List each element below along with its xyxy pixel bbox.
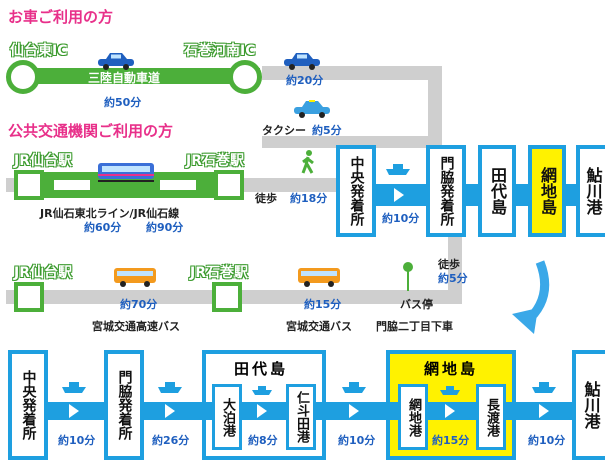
- port-nitoda-label: 仁斗田港: [294, 391, 309, 443]
- walk-time: 約18分: [290, 192, 328, 205]
- terminal-chuo[interactable]: 中央発着所: [336, 145, 376, 237]
- bus-stop-label: バス停: [400, 298, 433, 311]
- expressway-time: 約50分: [104, 96, 142, 109]
- ic-ishinomaki-kanan: 石巻河南IC: [184, 43, 256, 59]
- ferry-time: 約10分: [382, 212, 420, 225]
- terminal-kadonowaki-bottom[interactable]: 門脇発着所: [104, 350, 144, 460]
- jr-sendai: JR仙台駅: [14, 153, 72, 169]
- bottom-time-5: 約15分: [432, 434, 470, 447]
- jr-ishinomaki: JR石巻駅: [186, 153, 244, 169]
- port-ajishima-label: 網地港: [406, 397, 421, 437]
- ajishima-group-label: 網地島: [424, 360, 479, 378]
- taxi-time: 約5分: [312, 124, 342, 137]
- port-nitoda[interactable]: 仁斗田港: [286, 384, 316, 450]
- road-segment: [428, 66, 442, 156]
- ic-sendai-higashi: 仙台東IC: [10, 43, 68, 59]
- walk2-time: 約5分: [438, 272, 468, 285]
- station-node: [14, 170, 44, 200]
- expressway-name: 三陸自動車道: [88, 71, 161, 85]
- station-node: [212, 282, 242, 312]
- terminal-kadonowaki-label: 門脇発着所: [438, 156, 455, 226]
- ferry-icon: [62, 382, 86, 393]
- bus-icon: [114, 268, 156, 287]
- arrow-right-icon: [394, 188, 404, 202]
- port-nagatsura[interactable]: 長渡港: [476, 384, 506, 450]
- highway-bus-time: 約70分: [120, 298, 158, 311]
- bottom-time-6: 約10分: [528, 434, 566, 447]
- ferry-icon: [158, 382, 182, 393]
- bus-icon: [298, 268, 340, 287]
- arrow-right-icon: [69, 404, 79, 418]
- terminal-chuo-label: 中央発着所: [348, 156, 365, 226]
- arrow-right-icon: [257, 404, 267, 418]
- terminal-chuo-bottom-label: 中央発着所: [20, 370, 37, 440]
- transit-heading: 公共交通機関ご利用の方: [8, 122, 174, 140]
- bottom-time-2: 約26分: [152, 434, 190, 447]
- island-tashiro[interactable]: 田代島: [478, 145, 516, 237]
- island-tashiro-label: 田代島: [488, 167, 507, 215]
- island-ajishima[interactable]: 網地島: [528, 145, 566, 237]
- car-icon: [284, 53, 320, 70]
- road-segment: [262, 136, 442, 148]
- ferry-icon: [342, 382, 366, 393]
- port-nagatsura-label: 長渡港: [484, 397, 499, 437]
- ic-node: [6, 60, 40, 94]
- port-odomari-label: 大泊港: [220, 397, 235, 437]
- jr-ishinomaki-2: JR石巻駅: [190, 265, 248, 281]
- bus-stop-name: 門脇二丁目下車: [376, 320, 453, 333]
- port-ayukawa[interactable]: 鮎川港: [576, 145, 605, 237]
- bottom-time-1: 約10分: [58, 434, 96, 447]
- arrow-right-icon: [349, 404, 359, 418]
- port-ayukawa-bottom-label: 鮎川港: [581, 381, 601, 429]
- ferry-icon: [532, 382, 556, 393]
- bottom-time-3: 約8分: [248, 434, 278, 447]
- port-ayukawa-label: 鮎川港: [583, 167, 603, 215]
- curve-arrow-icon: [512, 260, 550, 334]
- station-node: [214, 170, 244, 200]
- terminal-kadonowaki-bottom-label: 門脇発着所: [116, 370, 133, 440]
- highway-bus-name: 宮城交通高速バス: [92, 320, 180, 333]
- train-icon: [98, 163, 154, 182]
- local-bus-name: 宮城交通バス: [286, 320, 352, 333]
- arrow-right-icon: [445, 404, 455, 418]
- bus-stop-icon: [403, 262, 413, 291]
- taxi-icon: [294, 100, 330, 118]
- car-icon: [98, 53, 134, 70]
- tashiro-group-label: 田代島: [234, 360, 289, 378]
- arrow-right-icon: [539, 404, 549, 418]
- drive-time: 約20分: [286, 74, 324, 87]
- rail-time-2: 約90分: [146, 221, 184, 234]
- car-heading: お車ご利用の方: [8, 8, 114, 26]
- ic-node: [228, 60, 262, 94]
- jr-sendai-2: JR仙台駅: [14, 265, 72, 281]
- rail-line-name: JR仙石東北ライン/JR仙石線: [40, 207, 180, 220]
- taxi-label: タクシー: [262, 124, 306, 137]
- arrow-right-icon: [165, 404, 175, 418]
- ferry-icon: [252, 386, 272, 395]
- port-ayukawa-bottom[interactable]: 鮎川港: [572, 350, 605, 460]
- station-node: [14, 282, 44, 312]
- walk-label: 徒歩: [255, 192, 277, 205]
- terminal-kadonowaki[interactable]: 門脇発着所: [426, 145, 466, 237]
- local-bus-time: 約15分: [304, 298, 342, 311]
- rail-time-1: 約60分: [84, 221, 122, 234]
- ferry-icon: [386, 164, 410, 175]
- walker-icon: [301, 150, 314, 174]
- island-ajishima-label: 網地島: [538, 167, 557, 215]
- ferry-icon: [440, 386, 460, 395]
- port-odomari[interactable]: 大泊港: [212, 384, 242, 450]
- walk2-label: 徒歩: [438, 258, 460, 271]
- port-ajishima[interactable]: 網地港: [398, 384, 428, 450]
- road-segment: [262, 66, 442, 80]
- bottom-time-4: 約10分: [338, 434, 376, 447]
- expressway-track: [20, 68, 260, 84]
- terminal-chuo-bottom[interactable]: 中央発着所: [8, 350, 48, 460]
